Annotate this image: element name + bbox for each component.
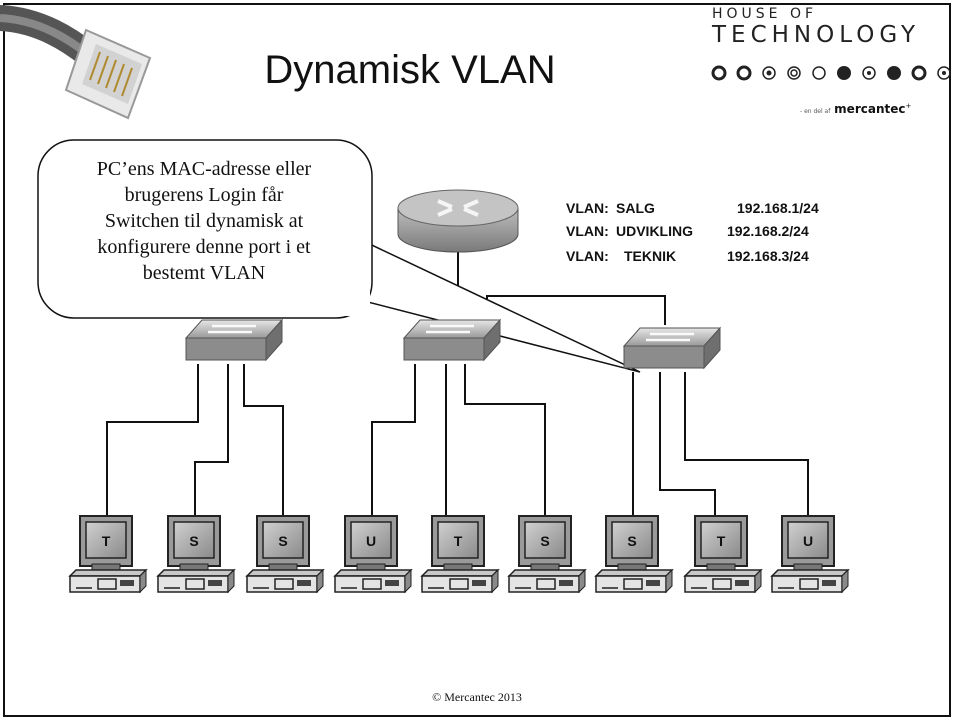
brand-tagline: - en del af mercantec+ — [800, 102, 912, 116]
vlan-subnet: 192.168.3/24 — [727, 248, 809, 264]
callout-text: PC’ens MAC-adresse eller brugerens Login… — [44, 156, 364, 286]
pc-label: U — [366, 533, 376, 549]
pc-icon: T — [420, 515, 500, 594]
pc-icon: S — [156, 515, 236, 594]
pc-icon: U — [770, 515, 850, 594]
slide-title: Dynamisk VLAN — [264, 48, 556, 92]
pc-icon: T — [683, 515, 763, 594]
slide-border — [3, 3, 951, 717]
pc-icon: S — [245, 515, 325, 594]
pc-label: T — [717, 533, 726, 549]
callout-line: konfigurere denne port i et — [97, 236, 311, 258]
router-icon — [397, 189, 519, 253]
vlan-name: TEKNIK — [624, 248, 677, 264]
brand-dots — [711, 65, 951, 81]
callout-line: PC’ens MAC-adresse eller — [96, 158, 312, 180]
pc-label: U — [803, 533, 813, 549]
vlan-prefix: VLAN: — [566, 248, 609, 264]
brand-tagline-small: - en del af — [800, 108, 831, 115]
slide-footer: © Mercantec 2013 — [432, 690, 522, 704]
switch-icon — [402, 318, 502, 362]
pc-icon: S — [594, 515, 674, 594]
brand-tagline-name: mercantec — [834, 102, 906, 116]
switches-layer — [184, 318, 722, 370]
switch-icon — [184, 318, 284, 362]
vlan-subnet: 192.168.2/24 — [727, 223, 809, 239]
pc-icon: U — [333, 515, 413, 594]
callout-line: brugerens Login får — [124, 184, 284, 206]
callout-bubble — [37, 139, 373, 319]
pc-label: S — [627, 533, 636, 549]
brand-line-2: TECHNOLOGY — [712, 22, 921, 48]
pc-icon: S — [507, 515, 587, 594]
switch-icon — [622, 326, 722, 370]
callout-line: bestemt VLAN — [142, 262, 266, 284]
vlan-subnet: 192.168.1/24 — [737, 200, 819, 216]
pc-label: S — [540, 533, 549, 549]
vlan-prefix: VLAN: — [566, 223, 609, 239]
pc-label: S — [189, 533, 198, 549]
pc-icon: T — [68, 515, 148, 594]
vlan-prefix: VLAN: — [566, 200, 609, 216]
vlan-name: SALG — [616, 200, 655, 216]
pc-label: T — [454, 533, 463, 549]
brand-line-1: HOUSE OF — [712, 6, 818, 22]
ethernet-cable-icon — [0, 5, 152, 120]
pc-label: S — [278, 533, 287, 549]
vlan-name: UDVIKLING — [616, 223, 693, 239]
callout-line: Switchen til dynamisk at — [104, 210, 304, 232]
pc-label: T — [102, 533, 111, 549]
